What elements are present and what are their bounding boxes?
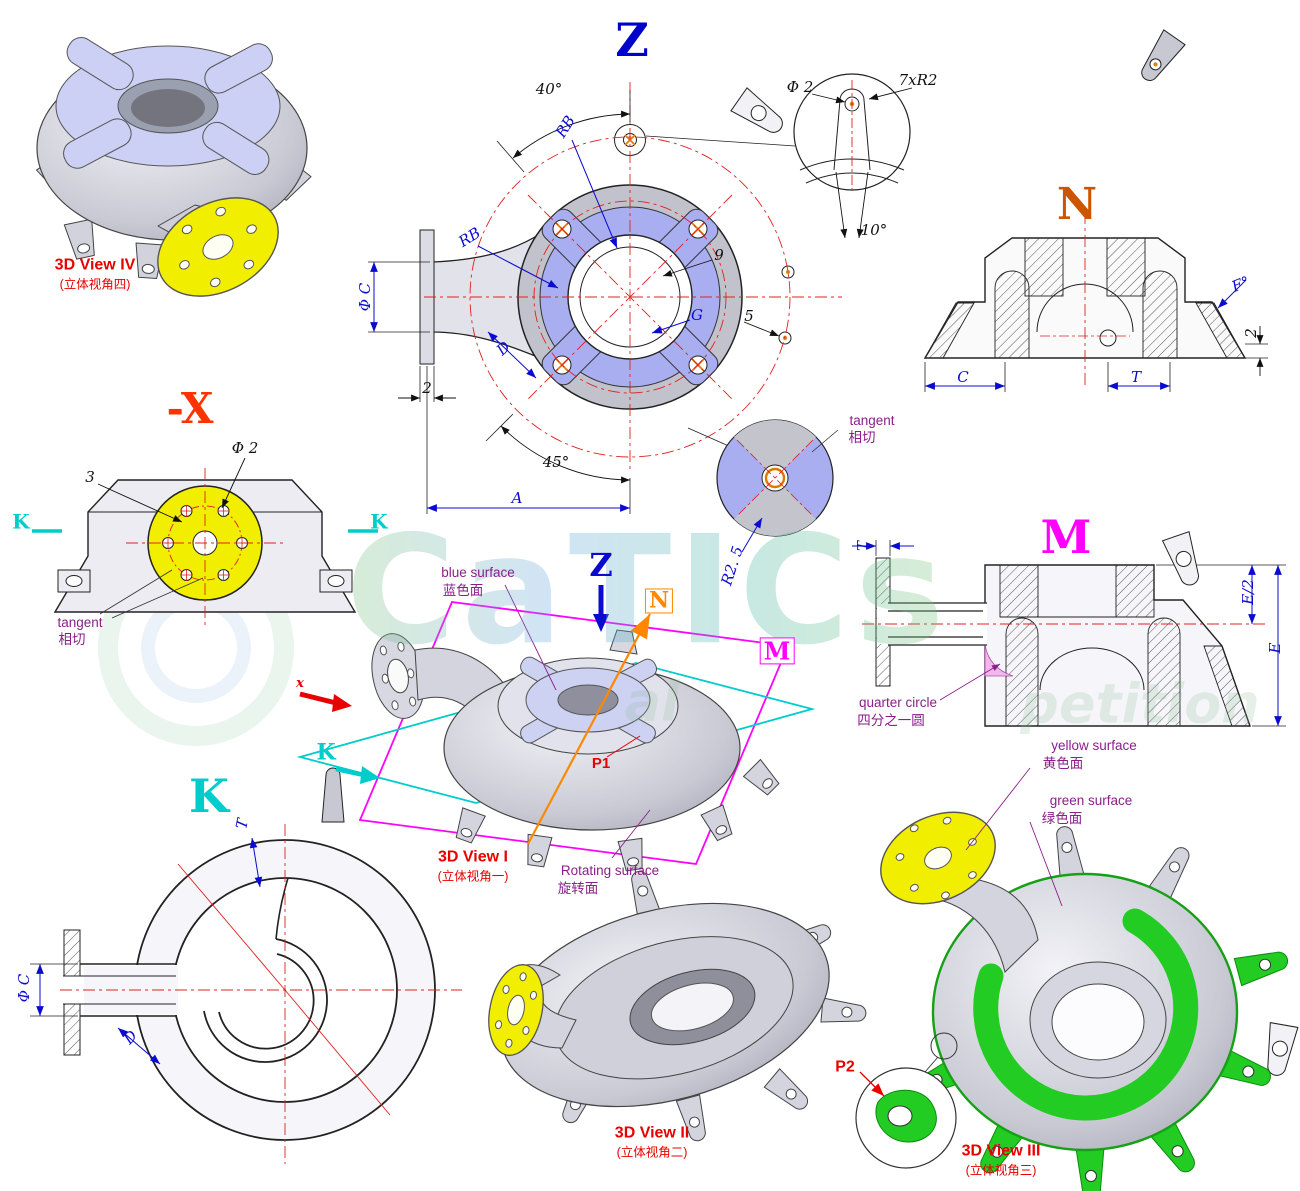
legs-3d (455, 758, 780, 872)
z-detail (793, 73, 913, 239)
p1-label: P1 (591, 755, 611, 773)
blue-surface-zh: 蓝色面 (442, 582, 484, 598)
tangent-x-zh: 相切 (58, 631, 86, 647)
blue-dims (370, 139, 691, 512)
tangent-r-en: tangent (849, 412, 895, 428)
m-view-label: M (1040, 509, 1092, 564)
axis-k-arrow (360, 766, 380, 784)
dim-phi-c-z: Φ C (356, 282, 375, 312)
blue-surface-en: blue surface (441, 564, 515, 580)
axis-n-label: N (644, 588, 674, 614)
spiral-hook-inner (218, 953, 315, 1050)
axis-n-line (527, 613, 651, 845)
dim-t-n: T (1130, 368, 1142, 387)
centerlines (424, 82, 842, 472)
dim-phi2-detail: Φ 2 (786, 78, 814, 97)
dim-7xr2: 7xR2 (898, 71, 938, 90)
x-view (32, 457, 378, 628)
section-k-left: K (12, 509, 30, 534)
inlet-flange-3d (371, 633, 425, 719)
k-view-label: K (189, 768, 229, 823)
pipe-walls-k (80, 963, 177, 1017)
x-view-label: -X (166, 383, 214, 433)
dim-a: A (511, 489, 523, 508)
plane-m (358, 601, 790, 865)
axis-m-label: M (759, 637, 795, 665)
spiral-hook-outer (203, 938, 328, 1063)
k-lugs (730, 87, 1299, 1076)
n-view-label: N (1056, 178, 1098, 230)
view-3d-iii (855, 767, 1289, 1191)
view-ii-subtitle: (立体视角二) (616, 1145, 688, 1160)
quarter-circle-en: quarter circle (858, 694, 938, 710)
dim-g: G (691, 306, 703, 325)
view-3d-iv (36, 37, 312, 297)
quarter-circle-zh: 四分之一圆 (857, 712, 925, 728)
k-view (30, 87, 1299, 1164)
view-i-subtitle: (立体视角一) (437, 869, 509, 884)
dim-phi2-x: Φ 2 (231, 439, 259, 458)
green-surface-zh: 绿色面 (1041, 810, 1083, 826)
dim-45deg: 45° (542, 453, 570, 472)
z-view (321, 29, 1186, 823)
axis-x-label: x (296, 676, 304, 692)
detail-marker-circle (930, 1032, 958, 1060)
tangent-x-en: tangent (57, 614, 103, 630)
n-view (923, 212, 1268, 392)
view-ii-title: 3D View II (614, 1124, 690, 1142)
rotating-surface-en: Rotating surface (560, 862, 660, 878)
m-view (852, 540, 1286, 727)
dim-5: 5 (744, 307, 754, 326)
dim-40deg: 40° (535, 80, 563, 99)
bottom-legs (321, 29, 1186, 823)
tangent-leaders (99, 569, 204, 619)
bolt-holes (162, 505, 248, 581)
dim-phi-c-k: Φ C (15, 973, 34, 1003)
dim-2-n: 2 (1242, 328, 1261, 338)
view-i-title: 3D View I (438, 848, 508, 866)
dim-9: 9 (714, 246, 724, 265)
surface-leaders (965, 767, 1063, 907)
dim-10deg: 10° (860, 221, 888, 240)
p2-arrow (859, 1071, 885, 1097)
z-view-label: Z (615, 12, 649, 67)
view-3d-i (296, 584, 816, 872)
r-detail (716, 419, 839, 553)
tangent-r-zh: 相切 (848, 429, 876, 445)
body-ii (500, 902, 830, 1108)
gray-lugs-iii (1056, 826, 1190, 899)
axis-x-arrow (332, 694, 352, 712)
green-spiral-band (973, 908, 1199, 1121)
axis-z-arrow (593, 614, 609, 632)
dim-e: E (1266, 642, 1285, 654)
axis-k-label: K (316, 739, 336, 766)
centerlines-k (60, 824, 462, 1164)
view-iii-subtitle: (立体视角三) (965, 1163, 1037, 1178)
rotating-surface-zh: 旋转面 (557, 880, 599, 896)
annotation-leaders (504, 584, 651, 859)
yellow-flange (157, 197, 279, 297)
yellow-flange-iii (880, 811, 996, 905)
dim-2-z: 2 (422, 379, 432, 398)
view-iv-subtitle: (立体视角四) (59, 277, 131, 292)
view-3d-ii (488, 870, 867, 1142)
yellow-flange-ii (488, 964, 544, 1056)
dim-e2: E/2 (1239, 579, 1258, 605)
section-k-right: K (370, 509, 388, 534)
green-surface-en: green surface (1049, 792, 1133, 808)
p2-label: P2 (835, 1058, 855, 1076)
axis-z-label: Z (589, 546, 613, 585)
yellow-surface-en: yellow surface (1051, 737, 1137, 753)
view-iv-title: 3D View IV (54, 256, 136, 274)
pipe-walls (888, 602, 987, 646)
dim-t-m: T (854, 540, 873, 552)
yellow-surface-zh: 黄色面 (1042, 755, 1084, 771)
dim-c-n: C (957, 368, 969, 387)
view-iii-title: 3D View III (961, 1142, 1041, 1160)
pipe-iii (938, 877, 1039, 973)
dim-3-x: 3 (85, 468, 95, 487)
